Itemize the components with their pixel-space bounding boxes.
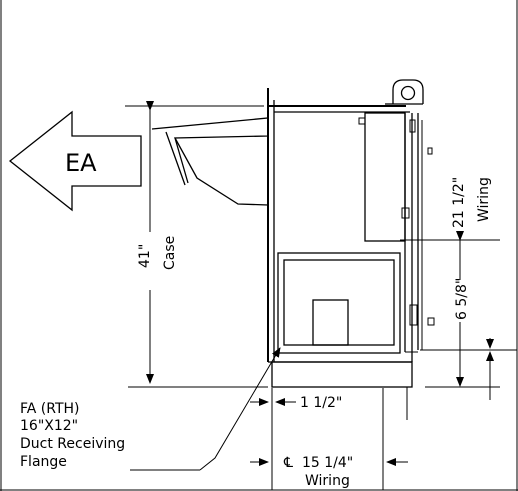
cabinet-body [267, 88, 413, 388]
wiring-width-label: 15 1/4" [302, 455, 353, 471]
wiring-width-dimension [250, 387, 408, 490]
fa-label-line1: FA (RTH) [20, 401, 80, 417]
lifting-lug [385, 79, 424, 105]
filter-section [277, 252, 401, 354]
fa-label-line3: Duct Receiving [20, 436, 125, 452]
centerline-icon: ℄ [283, 455, 293, 471]
flange-offset-label: 1 1/2" [300, 395, 342, 411]
wiring-dimension-2 [420, 258, 517, 400]
wiring-height-1-label: 21 1/2" [451, 177, 467, 228]
wiring-word-2-label: Wiring [305, 473, 350, 489]
case-dimension [125, 101, 268, 388]
access-panels [358, 112, 435, 362]
wiring-height-2-label: 6 5/8" [454, 278, 470, 320]
wiring-word-1-label: Wiring [476, 177, 492, 222]
exhaust-label: EA [65, 149, 97, 177]
flange-offset-dimension [250, 388, 296, 412]
fa-label-line4: Flange [20, 454, 67, 470]
case-word-label: Case [162, 236, 178, 270]
case-height-label: 41" [137, 244, 153, 268]
exhaust-arrow-icon [8, 110, 142, 212]
fa-label-line2: 16"X12" [20, 418, 78, 434]
wiring-dimension-1 [400, 231, 500, 258]
fa-flange-leader [130, 347, 281, 471]
exhaust-hood [151, 117, 269, 206]
